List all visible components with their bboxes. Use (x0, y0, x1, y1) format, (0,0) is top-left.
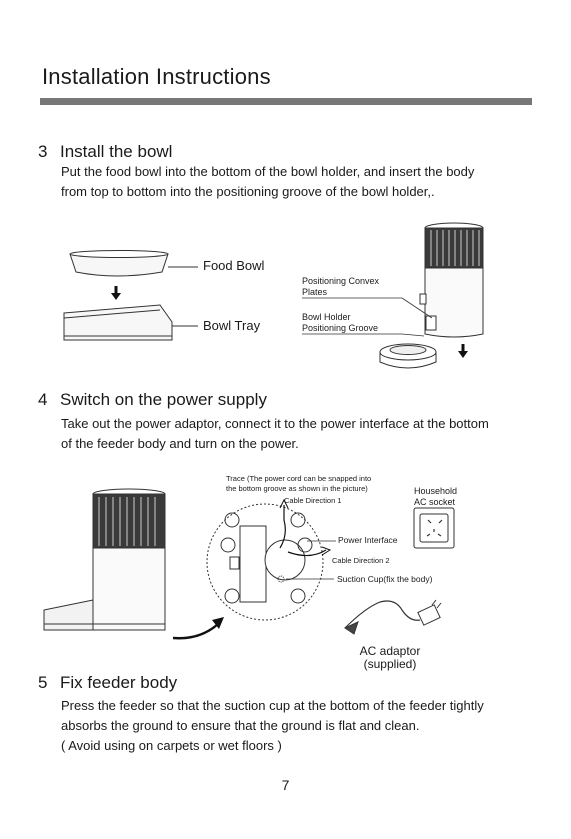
callout-lines (302, 297, 433, 337)
step-5-line-3: ( Avoid using on carpets or wet floors ) (61, 738, 282, 753)
page-title: Installation Instructions (42, 64, 271, 89)
step-5-text: Press the feeder so that the suction cup… (61, 696, 531, 756)
suction-cup-label: Suction Cup(fix the body) (337, 574, 433, 584)
step-5-number: 5 (38, 673, 48, 692)
cable-direction-2-label: Cable Direction 2 (332, 556, 390, 565)
convex-plates-label: Positioning Convex Plates (302, 276, 380, 297)
household-socket-label: Household AC socket (414, 486, 458, 507)
step-3-line-2: from top to bottom into the positioning … (61, 184, 435, 199)
ac-adaptor-icon (343, 599, 442, 635)
step-3-heading: 3 Install the bowl (38, 142, 172, 162)
food-bowl-label: Food Bowl (203, 258, 265, 273)
feeder-with-tray-illustration (43, 488, 166, 631)
bowl-tray-illustration (63, 304, 198, 341)
step-5-line-2: absorbs the ground to ensure that the gr… (61, 718, 420, 733)
step-5-line-1: Press the feeder so that the suction cup… (61, 698, 484, 713)
food-bowl-illustration (69, 250, 198, 277)
down-arrow-icon (111, 286, 121, 300)
page-number: 7 (281, 777, 290, 793)
trace-label: Trace (The power cord can be snapped int… (226, 474, 372, 493)
step-4-line-1: Take out the power adaptor, connect it t… (61, 416, 489, 431)
step-4-number: 4 (38, 390, 48, 409)
step-3-line-1: Put the food bowl into the bottom of the… (61, 164, 475, 179)
step-3-number: 3 (38, 142, 48, 161)
feeder-body-illustration (379, 222, 484, 369)
bowl-tray-label: Bowl Tray (203, 318, 261, 333)
ac-adaptor-label: AC adaptor (supplied) (359, 644, 421, 671)
step-4-text: Take out the power adaptor, connect it t… (61, 414, 531, 454)
ac-socket-icon (413, 507, 455, 549)
curved-arrow-icon (172, 617, 224, 640)
step-4-heading: 4 Switch on the power supply (38, 390, 267, 410)
step-4-title: Switch on the power supply (60, 390, 267, 409)
step-3-title: Install the bowl (60, 142, 173, 161)
positioning-groove-label: Bowl Holder Positioning Groove (302, 312, 379, 333)
step-4-line-2: of the feeder body and turn on the power… (61, 436, 299, 451)
title-divider (40, 98, 532, 105)
feeder-bottom-view (206, 498, 336, 621)
step-5-heading: 5 Fix feeder body (38, 673, 177, 693)
step-5-title: Fix feeder body (60, 673, 178, 692)
power-interface-label: Power Interface (338, 535, 398, 545)
down-arrow-icon (458, 344, 468, 358)
step-3-text: Put the food bowl into the bottom of the… (61, 162, 531, 202)
cable-direction-1-label: Cable Direction 1 (284, 496, 342, 505)
